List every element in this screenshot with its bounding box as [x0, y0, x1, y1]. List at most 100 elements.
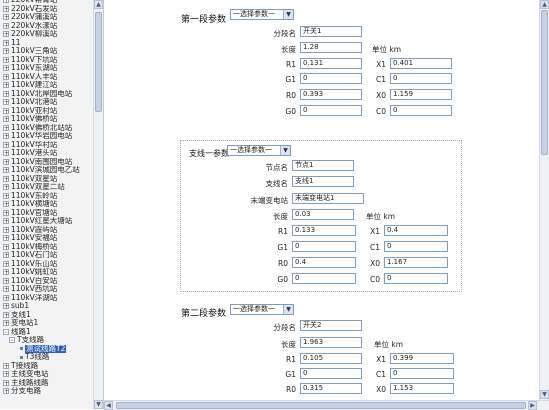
- section1-r0-input[interactable]: 0.393: [300, 89, 362, 100]
- collapse-icon[interactable]: -: [9, 337, 15, 344]
- section2-x0-input[interactable]: 1.153: [390, 383, 454, 394]
- section2-r1-input[interactable]: 0.105: [300, 353, 362, 364]
- expand-icon[interactable]: +: [3, 192, 10, 200]
- tree-item[interactable]: +220kV柳溪站: [0, 30, 92, 39]
- expand-icon[interactable]: +: [3, 150, 10, 157]
- expand-icon[interactable]: +: [3, 260, 10, 268]
- horizontal-scroll-thumb[interactable]: [116, 402, 526, 409]
- section2-preset-select[interactable]: 一选择参数一 ▼: [230, 304, 294, 315]
- expand-icon[interactable]: +: [3, 99, 10, 106]
- expand-icon[interactable]: +: [3, 201, 10, 208]
- expand-icon[interactable]: +: [3, 82, 10, 89]
- expand-icon[interactable]: +: [3, 379, 10, 387]
- expand-icon[interactable]: +: [3, 39, 10, 47]
- section2-r0-input[interactable]: 0.315: [300, 383, 362, 394]
- branch-g0-input[interactable]: 0: [292, 273, 356, 284]
- expand-icon[interactable]: +: [3, 235, 10, 242]
- expand-icon[interactable]: +: [3, 73, 10, 81]
- expand-icon[interactable]: +: [3, 286, 10, 293]
- tree-item[interactable]: +220kV蒲溪站: [0, 13, 92, 22]
- expand-icon[interactable]: +: [3, 65, 10, 72]
- expand-icon[interactable]: +: [3, 303, 10, 310]
- section2-length-input[interactable]: 1.963: [300, 337, 362, 348]
- expand-icon[interactable]: +: [3, 133, 10, 140]
- expand-icon[interactable]: +: [3, 252, 10, 259]
- expand-icon[interactable]: +: [3, 90, 10, 98]
- expand-icon[interactable]: +: [3, 48, 10, 55]
- scroll-up-arrow-icon[interactable]: ▲: [94, 0, 103, 9]
- tree-item[interactable]: +110kV北港站: [0, 98, 92, 107]
- section1-r1-input[interactable]: 0.131: [300, 58, 362, 69]
- expand-icon[interactable]: +: [3, 22, 10, 30]
- expand-icon[interactable]: +: [3, 14, 10, 21]
- branch-length-input[interactable]: 0.03: [292, 209, 354, 220]
- expand-icon[interactable]: +: [3, 269, 10, 276]
- tree-item[interactable]: +110kV梅桥站: [0, 243, 92, 252]
- tree-item[interactable]: +110kV安福站: [0, 234, 92, 243]
- tree-item[interactable]: +110kV建江站: [0, 81, 92, 90]
- expand-icon[interactable]: +: [3, 243, 10, 251]
- expand-icon[interactable]: +: [3, 371, 10, 378]
- branch-x1-input[interactable]: 0.4: [384, 225, 448, 236]
- tree-item[interactable]: +支线1: [0, 311, 92, 320]
- tree-item[interactable]: +分支电路: [0, 387, 92, 396]
- expand-icon[interactable]: +: [3, 0, 9, 4]
- expand-icon[interactable]: +: [3, 167, 10, 174]
- section2-x1-input[interactable]: 0.399: [390, 353, 454, 364]
- expand-icon[interactable]: +: [3, 184, 10, 191]
- tree-item[interactable]: +110kV横塘站: [0, 200, 92, 209]
- tree-item[interactable]: +110kV佛桥北站站: [0, 124, 92, 133]
- tree-item[interactable]: +110kV东岭站: [0, 192, 92, 201]
- branch-r0-input[interactable]: 0.4: [292, 257, 356, 268]
- tree-item[interactable]: +110kV姚虹站: [0, 268, 92, 277]
- section1-g1-input[interactable]: 0: [300, 73, 362, 84]
- tree-item[interactable]: +110kV红星大塘站: [0, 217, 92, 226]
- section2-c1-input[interactable]: 0: [390, 368, 454, 379]
- section1-c0-input[interactable]: 0: [390, 105, 452, 116]
- section1-g0-input[interactable]: 0: [300, 105, 362, 116]
- expand-icon[interactable]: +: [3, 124, 10, 132]
- tree-item[interactable]: +110kV双星二站: [0, 183, 92, 192]
- expand-icon[interactable]: +: [3, 209, 10, 217]
- tree-item[interactable]: +110kV人丰站: [0, 73, 92, 82]
- tree-item[interactable]: +11: [0, 39, 92, 48]
- branch-end-station-input[interactable]: 末端变电站1: [292, 193, 364, 204]
- tree-item[interactable]: +110kV下坑站: [0, 56, 92, 65]
- section1-x1-input[interactable]: 0.401: [390, 58, 452, 69]
- tree-item[interactable]: -线路1: [0, 328, 92, 337]
- expand-icon[interactable]: +: [3, 107, 10, 115]
- tree-item[interactable]: +220kV水漾站: [0, 22, 92, 31]
- branch-r1-input[interactable]: 0.133: [292, 225, 356, 236]
- main-vertical-scrollbar[interactable]: ▲ ▼: [539, 0, 549, 400]
- tree-item[interactable]: +主线变电站: [0, 370, 92, 379]
- scroll-down-arrow-icon[interactable]: ▼: [540, 390, 549, 399]
- branch-preset-select[interactable]: 一选择参数一 ▼: [227, 145, 291, 156]
- section1-segment-name-input[interactable]: 开关1: [300, 26, 362, 37]
- tree-item[interactable]: +110kV官塘站: [0, 209, 92, 218]
- tree-item[interactable]: +主线路线路: [0, 379, 92, 388]
- tree-item[interactable]: -T支线路: [0, 336, 92, 345]
- tree-item[interactable]: +110kV霞屿站: [0, 226, 92, 235]
- tree-item[interactable]: +110kV南围园电站: [0, 158, 92, 167]
- expand-icon[interactable]: +: [3, 294, 10, 302]
- expand-icon[interactable]: +: [3, 56, 10, 64]
- section1-preset-select[interactable]: 一选择参数一 ▼: [230, 9, 294, 20]
- expand-icon[interactable]: +: [3, 31, 10, 38]
- sidebar-scrollbar[interactable]: ▲ ▼: [93, 0, 103, 409]
- section1-x0-input[interactable]: 1.159: [390, 89, 452, 100]
- collapse-icon[interactable]: -: [3, 328, 9, 336]
- section1-length-input[interactable]: 1.28: [300, 42, 362, 53]
- tree-item[interactable]: +110kV佛桥站: [0, 115, 92, 124]
- expand-icon[interactable]: +: [3, 141, 10, 149]
- tree-item[interactable]: +220kV希肯站: [0, 0, 92, 5]
- branch-c1-input[interactable]: 0: [384, 241, 448, 252]
- section2-segment-name-input[interactable]: 开关2: [300, 320, 362, 331]
- expand-icon[interactable]: +: [3, 175, 10, 183]
- tree-item[interactable]: +110kV港头站: [0, 149, 92, 158]
- branch-node-name-input[interactable]: 节点1: [292, 160, 354, 171]
- tree-item[interactable]: +110kV石门站: [0, 251, 92, 260]
- tree-item[interactable]: +110kV洋湖站: [0, 294, 92, 303]
- scroll-down-arrow-icon[interactable]: ▼: [94, 400, 103, 409]
- expand-icon[interactable]: +: [3, 5, 10, 13]
- branch-g1-input[interactable]: 0: [292, 241, 356, 252]
